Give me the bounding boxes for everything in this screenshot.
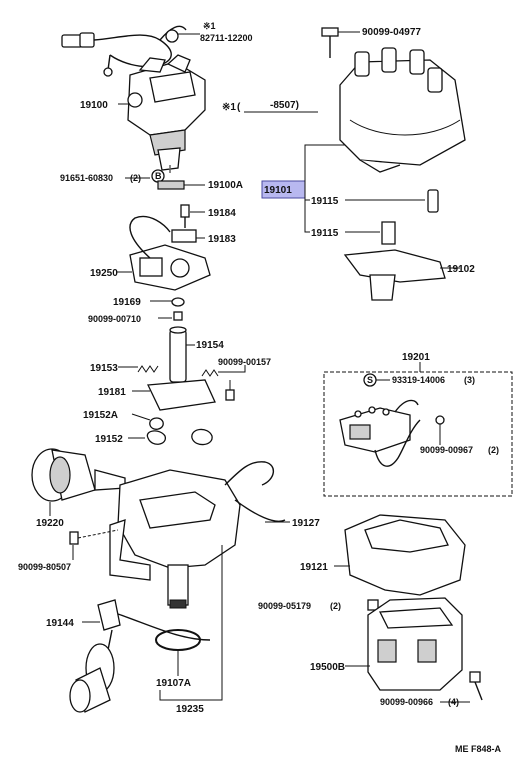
callout-19101: 19101: [264, 185, 292, 196]
callout-91651-60830: 91651-60830: [60, 173, 113, 183]
leader-19235: [159, 545, 223, 701]
washer-19169: [171, 297, 185, 307]
screw-90099-80507: [69, 531, 79, 545]
ring-90099-00710: [173, 311, 183, 321]
spring-19154-right: [201, 369, 219, 377]
leader-19101-lower: [304, 190, 310, 233]
callout-19235: 19235: [176, 704, 204, 715]
callout-19250: 19250: [90, 268, 118, 279]
spring-19153: [137, 365, 159, 373]
leader-19101-cap: [304, 144, 345, 190]
dash-80507: [77, 529, 119, 539]
callout-90099-05179: 90099-05179: [258, 601, 311, 611]
screw-90099-05179: [367, 599, 379, 611]
callout-19184: 19184: [208, 208, 236, 219]
weight-19152-right: [191, 428, 213, 446]
callout-19154: 19154: [196, 340, 224, 351]
callout-19100: 19100: [80, 100, 108, 111]
distributor-cap-19101: [339, 47, 466, 173]
callout-19181: 19181: [98, 387, 126, 398]
bolt-90099-04977: [321, 27, 339, 58]
callout-93319-14006: 93319-14006: [392, 375, 445, 385]
distributor-housing: [109, 461, 286, 609]
ref-s: S: [367, 375, 373, 385]
distributor-assembly-19100: [127, 54, 206, 171]
callout-19121: 19121: [300, 562, 328, 573]
weight-19152-left: [146, 430, 166, 445]
vacuum-advance-19220: [31, 448, 126, 502]
label-plate-19100A: [157, 180, 185, 190]
igniter-box-19201: [323, 371, 513, 497]
production-note-open: (: [237, 102, 241, 113]
qty-4: (4): [448, 697, 459, 707]
callout-19100A: 19100A: [208, 180, 243, 191]
dust-cover-19121: [344, 514, 466, 596]
qty-3: (3): [464, 375, 475, 385]
condenser-19183: [171, 229, 197, 243]
callout-90099-00157: 90099-00157: [218, 357, 271, 367]
carbon-brush-19115: [427, 189, 439, 213]
screw-90099-00157: [225, 389, 235, 401]
callout-19144: 19144: [46, 618, 74, 629]
leader-19152A: [131, 413, 151, 421]
callout-19152A: 19152A: [83, 410, 118, 421]
callout-19152: 19152: [95, 434, 123, 445]
harness-connector: [61, 25, 187, 77]
callout-19102: 19102: [447, 264, 475, 275]
callout-19220: 19220: [36, 518, 64, 529]
igniter-module: [339, 399, 445, 467]
qty-2-c: (2): [330, 601, 341, 611]
callout-90099-00967: 90099-00967: [420, 445, 473, 455]
callout-82711-12200: 82711-12200: [200, 33, 253, 43]
callout-19127: 19127: [292, 518, 320, 529]
o-ring-19107A: [155, 629, 201, 651]
spring-19115: [381, 221, 396, 245]
connector-19144: [69, 599, 211, 713]
terminal-19184: [180, 204, 190, 228]
callout-19115-b: 19115: [311, 228, 339, 239]
ref-b: B: [155, 171, 162, 181]
production-note-date: -8507): [270, 100, 299, 111]
bolt-90099-00966: [469, 671, 483, 701]
production-note-mark: ※1: [222, 102, 236, 113]
callout-19500B: 19500B: [310, 662, 345, 673]
note-mark: ※1: [203, 21, 216, 31]
signal-generator-19250: [129, 215, 211, 291]
callout-90099-04977: 90099-04977: [362, 27, 421, 38]
qty-2-a: (2): [130, 173, 141, 183]
callout-19183: 19183: [208, 234, 236, 245]
callout-19153: 19153: [90, 363, 118, 374]
callout-90099-00710: 90099-00710: [88, 314, 141, 324]
ignition-coil-19500B: [367, 597, 463, 691]
callout-90099-80507: 90099-80507: [18, 562, 71, 572]
figure-code: ME F848-A: [455, 744, 502, 754]
callout-90099-00966: 90099-00966: [380, 697, 433, 707]
governor-plate-19181: [147, 379, 216, 411]
callout-19169: 19169: [113, 297, 141, 308]
qty-2-b: (2): [488, 445, 499, 455]
rotor-19102: [343, 249, 446, 301]
governor-shaft-19154: [169, 326, 187, 383]
callout-19107A: 19107A: [156, 678, 191, 689]
callout-19201: 19201: [402, 352, 430, 363]
weight-19152A: [149, 417, 164, 430]
callout-19115-a: 19115: [311, 196, 339, 207]
leader-90099-00157: [218, 365, 246, 373]
